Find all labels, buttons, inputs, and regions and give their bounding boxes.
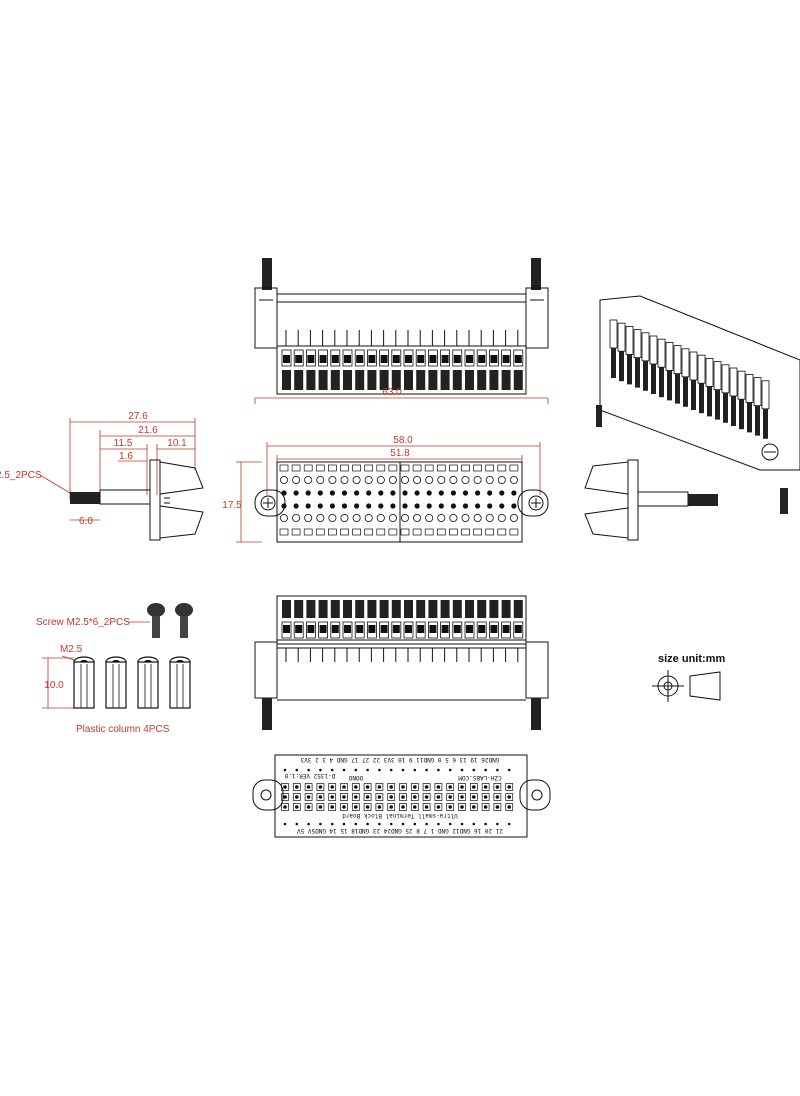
dim-side-screw: 2.5_2PCS	[0, 470, 42, 481]
size-unit-label: size unit:mm	[658, 653, 725, 665]
dim-top-height: 17.5	[222, 500, 242, 511]
dim-top-inner: 51.8	[390, 448, 410, 459]
pcb-brand: OONO	[348, 774, 363, 781]
screw-1	[147, 603, 165, 638]
dim-column-height: 10.0	[44, 680, 64, 691]
dim-side-a: 11.5	[114, 438, 133, 449]
top-view: 58.0 51.8 17.5	[222, 435, 549, 543]
dim-top-outer: 58.0	[393, 435, 413, 446]
screw-label: Screw M2.5*6_2PCS	[36, 617, 130, 628]
pcb-title: Ultra-small Terminal Block Board	[342, 812, 458, 819]
column-thread-label: M2.5	[60, 644, 83, 655]
right-side-view	[584, 459, 718, 541]
accessories: Screw M2.5*6_2PCS M2.5 10.0 Plastic colu…	[36, 603, 193, 735]
pcb-view: GND26 19 13 6 5 0 GND11 9 10 3V3 22 27 1…	[252, 754, 551, 838]
bottom-view	[254, 595, 549, 730]
pcb-website: CZH-LABS.COM	[458, 774, 502, 781]
dim-side-c: 1.6	[119, 451, 133, 462]
pcb-bottom-row: 21 20 16 GND12 GND 1 7 8 25 GND24 23 GND…	[297, 827, 503, 834]
dim-side-total: 27.6	[128, 411, 148, 422]
pcb-top-row: GND26 19 13 6 5 0 GND11 9 10 3V3 22 27 1…	[300, 756, 499, 763]
size-unit: size unit:mm	[652, 653, 725, 702]
left-side-view: 27.6 21.6 11.5 10.1 1.6 6.0 2.5_2PCS	[0, 411, 204, 541]
screw-2	[175, 603, 193, 638]
plastic-column-label: Plastic column 4PCS	[76, 724, 170, 735]
dim-side-mid: 21.6	[138, 425, 158, 436]
isometric-view	[596, 295, 800, 514]
dim-front-width: 63.0	[382, 387, 402, 398]
front-view: 63.0	[254, 258, 549, 404]
dim-side-bottom: 6.0	[79, 516, 93, 527]
dim-side-b: 10.1	[167, 438, 187, 449]
pcb-model: D-1352 VER:1.0	[284, 772, 335, 779]
